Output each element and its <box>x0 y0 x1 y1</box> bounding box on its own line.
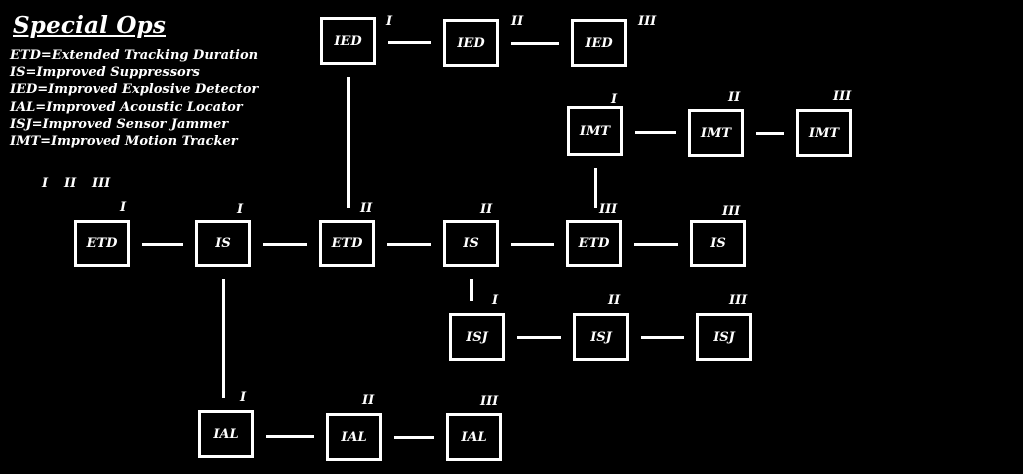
connector-is1-etd2 <box>263 243 307 246</box>
node-label: ISJ <box>466 329 488 345</box>
legend-item-ied: IED=Improved Explosive Detector <box>10 82 259 98</box>
level-label-etd2: II <box>360 201 373 216</box>
node-label: IS <box>710 236 726 251</box>
level-label-is2: II <box>480 202 493 217</box>
level-label-ied3: III <box>638 14 657 29</box>
legend-item-imt: IMT=Improved Motion Tracker <box>10 134 238 150</box>
connector-is1-ial1 <box>222 279 225 398</box>
node-label: IAL <box>461 429 487 445</box>
node-imt3: IMT <box>796 109 852 157</box>
connector-etd3-imt1 <box>594 168 597 208</box>
level-label-imt1: I <box>611 92 618 107</box>
level-label-imt3: III <box>833 89 852 104</box>
legend-item-isj: ISJ=Improved Sensor Jammer <box>10 116 229 132</box>
node-ial2: IAL <box>326 413 382 461</box>
node-etd3: ETD <box>566 220 622 267</box>
node-is1: IS <box>195 220 251 267</box>
node-label: IAL <box>213 426 239 442</box>
node-isj2: ISJ <box>573 313 629 361</box>
connector-etd3-is3 <box>634 243 678 246</box>
level-label-ied2: II <box>511 14 524 29</box>
level-label-etd1: I <box>120 200 127 215</box>
node-label: ETD <box>578 236 610 251</box>
level-key-3: III <box>92 176 111 191</box>
diagram-title: Special Ops <box>13 12 166 39</box>
connector-etd2-ied1 <box>347 77 350 208</box>
node-label: IAL <box>341 429 367 445</box>
node-label: IMT <box>700 125 732 141</box>
node-isj1: ISJ <box>449 313 505 361</box>
level-label-isj1: I <box>492 293 499 308</box>
node-label: IMT <box>579 123 611 139</box>
legend-item-ial: IAL=Improved Acoustic Locator <box>10 99 243 115</box>
connector-ial2-ial3 <box>394 436 434 439</box>
connector-imt1-imt2 <box>635 131 676 134</box>
node-label: ISJ <box>590 329 612 345</box>
node-is2: IS <box>443 220 499 267</box>
connector-etd1-is1 <box>142 243 183 246</box>
level-label-imt2: II <box>728 90 741 105</box>
node-etd2: ETD <box>319 220 375 267</box>
connector-is2-etd3 <box>511 243 554 246</box>
node-label: IED <box>334 33 362 49</box>
level-key-1: I <box>42 176 49 191</box>
node-label: ETD <box>331 236 363 251</box>
connector-isj1-isj2 <box>517 336 561 339</box>
node-label: IED <box>457 35 485 51</box>
level-label-ied1: I <box>386 14 393 29</box>
node-ied1: IED <box>320 17 376 65</box>
level-label-ial3: III <box>480 394 499 409</box>
level-label-etd3: III <box>599 202 618 217</box>
level-label-isj3: III <box>729 293 748 308</box>
node-imt2: IMT <box>688 109 744 157</box>
node-isj3: ISJ <box>696 313 752 361</box>
node-ial1: IAL <box>198 410 254 458</box>
legend-item-etd: ETD=Extended Tracking Duration <box>10 48 259 63</box>
connector-ial1-ial2 <box>266 435 314 438</box>
level-key-2: II <box>64 176 77 191</box>
connector-ied1-ied2 <box>388 41 431 44</box>
connector-ied2-ied3 <box>511 42 559 45</box>
node-label: IS <box>463 236 479 251</box>
legend: ETD=Extended Tracking Duration IS=Improv… <box>10 47 258 150</box>
node-imt1: IMT <box>567 106 623 156</box>
node-etd1: ETD <box>74 220 130 267</box>
level-label-is1: I <box>237 202 244 217</box>
node-label: IED <box>585 35 613 51</box>
connector-isj2-isj3 <box>641 336 684 339</box>
node-label: ISJ <box>713 329 735 345</box>
connector-is2-isj1 <box>470 279 473 301</box>
legend-item-is: IS=Improved Suppressors <box>10 65 200 81</box>
node-is3: IS <box>690 220 746 267</box>
node-label: IMT <box>808 125 840 141</box>
level-label-is3: III <box>722 204 741 219</box>
level-label-isj2: II <box>608 293 621 308</box>
node-label: IS <box>215 236 231 251</box>
connector-etd2-is2 <box>387 243 431 246</box>
node-ied2: IED <box>443 19 499 67</box>
node-ial3: IAL <box>446 413 502 461</box>
connector-imt2-imt3 <box>756 132 784 135</box>
level-label-ial2: II <box>362 393 375 408</box>
node-label: ETD <box>86 236 118 251</box>
node-ied3: IED <box>571 19 627 67</box>
level-label-ial1: I <box>240 390 247 405</box>
